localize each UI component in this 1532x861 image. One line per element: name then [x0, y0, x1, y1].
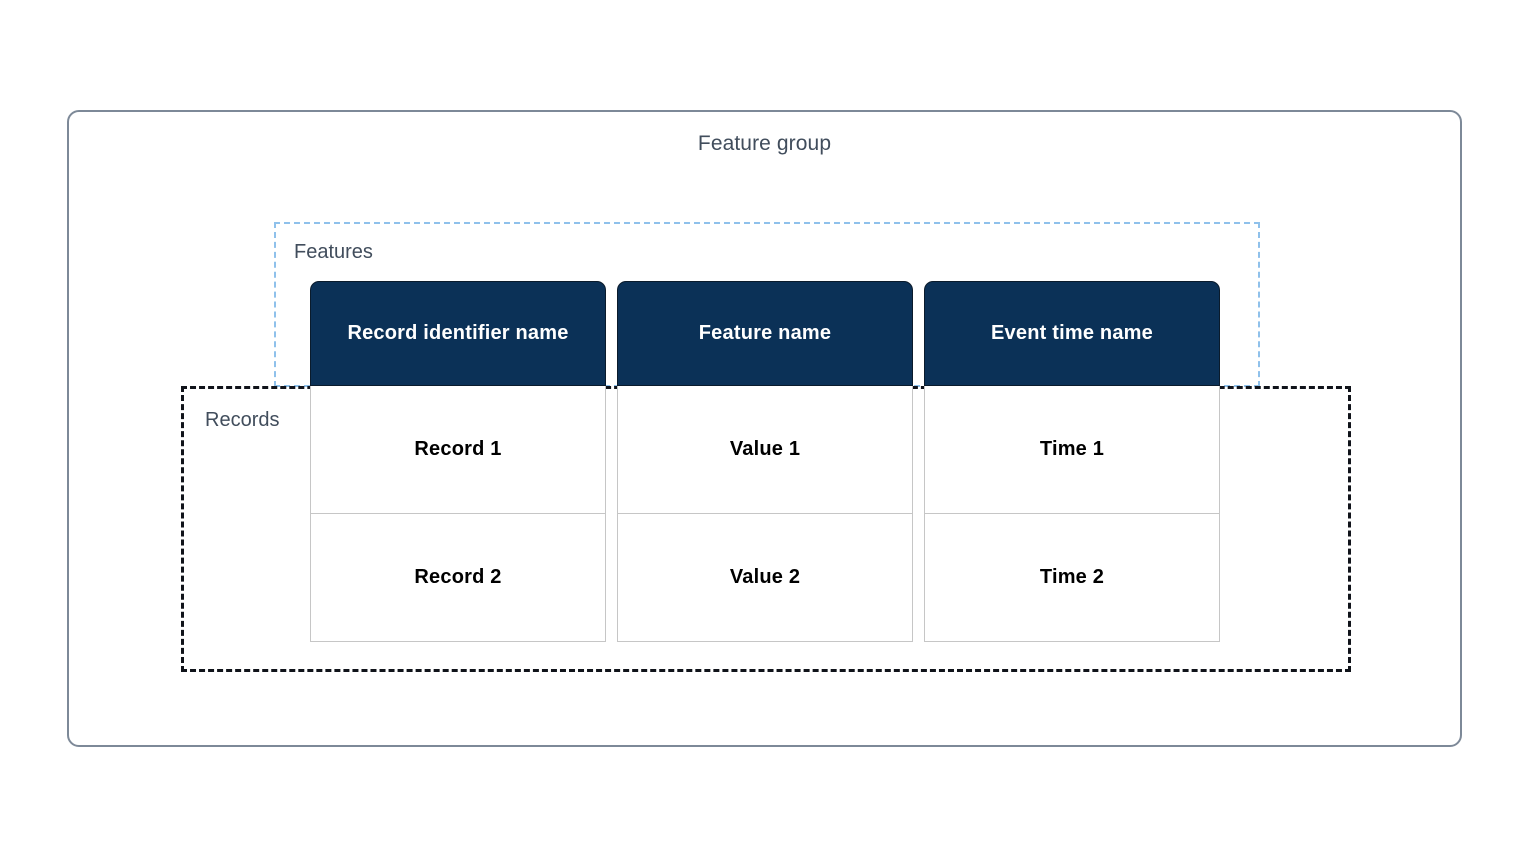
features-group-label: Features	[294, 241, 373, 263]
column-header-feature-name: Feature name	[617, 281, 913, 386]
column-record-identifier: Record identifier name Record 1 Record 2	[310, 281, 606, 642]
table-cell-value-2: Value 2	[617, 514, 913, 642]
records-group-label: Records	[203, 409, 282, 432]
column-header-record-identifier: Record identifier name	[310, 281, 606, 386]
table-cell-record-1: Record 1	[310, 386, 606, 514]
table-cell-time-1: Time 1	[924, 386, 1220, 514]
table-cell-value-1: Value 1	[617, 386, 913, 514]
column-event-time-name: Event time name Time 1 Time 2	[924, 281, 1220, 642]
column-feature-name: Feature name Value 1 Value 2	[617, 281, 913, 642]
feature-group-title: Feature group	[697, 132, 832, 155]
column-header-event-time-name: Event time name	[924, 281, 1220, 386]
table-cell-time-2: Time 2	[924, 514, 1220, 642]
table-cell-record-2: Record 2	[310, 514, 606, 642]
